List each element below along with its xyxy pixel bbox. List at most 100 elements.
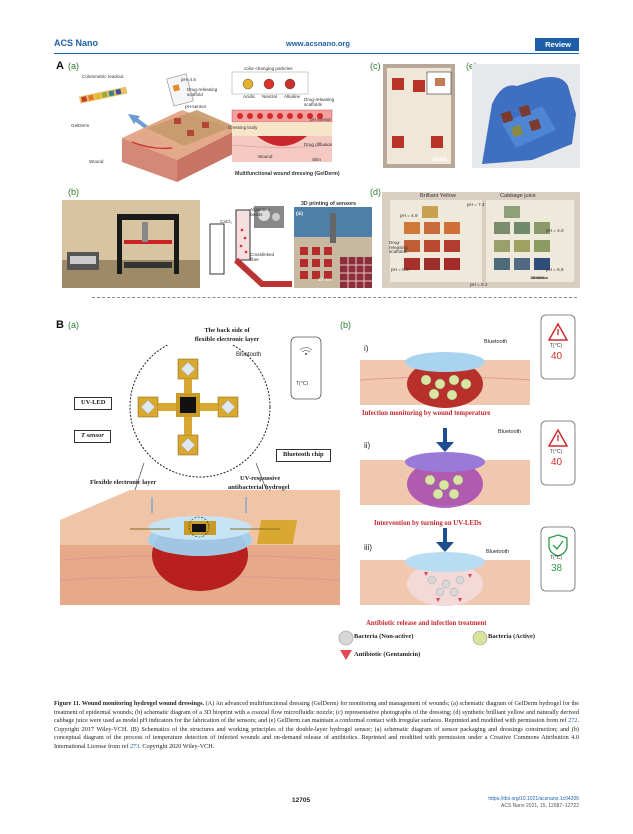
legend-nonactive: Bacteria (Non-active)	[354, 633, 414, 640]
ph-indicator-photo	[382, 192, 580, 288]
label-drug-scaffold: Drug-releasing scaffold	[187, 87, 218, 97]
bluetooth-label-a: Bluetooth	[236, 352, 262, 358]
coaxial-nozzle-schematic	[202, 200, 292, 288]
caption-stage-iii: Antibiotic release and infection treatme…	[366, 620, 487, 627]
treatment-process-diagram	[360, 352, 530, 606]
panel-a-sub-a: (a)	[68, 61, 79, 71]
label-gelderm: GelDerm	[71, 123, 90, 128]
electronic-layer-diagram	[60, 345, 340, 605]
label-ph-9-2: pH = 9.2	[470, 282, 488, 287]
phone-ok-3	[540, 526, 576, 592]
bluetooth-label-i: Bluetooth	[484, 339, 508, 345]
caption-stage-i: Infection monitoring by wound temperatur…	[362, 410, 491, 417]
backside-title-2: flexible electronic layer	[194, 336, 260, 343]
label-colorimetric: Colorimetric readout	[82, 74, 124, 79]
panel-b-letter: B	[56, 319, 64, 331]
caption-body-2: . Copyright 2017 Wiley-VCH. (B) Schemati…	[54, 717, 579, 750]
backside-title-1: The back side of	[204, 327, 250, 334]
footer-citation: https://doi.org/10.1021/acsnano.1c04206 …	[488, 796, 579, 809]
phone-3-temp-label: T(°C)	[550, 555, 562, 561]
phone-2-temp: 40	[551, 457, 563, 468]
panel-a-sub-c: (c)	[370, 61, 381, 71]
phone-alert-1	[540, 314, 576, 380]
d-scale-bar: 10 mm	[530, 275, 545, 280]
panel-b-sub-b: (b)	[340, 320, 351, 330]
label-iii: (iii)	[296, 211, 303, 216]
section-divider	[92, 297, 577, 298]
label-neutral: Neutral	[262, 94, 277, 99]
section-badge: Review	[535, 38, 579, 51]
label-drug-diffusion: Drug diffusion	[304, 142, 333, 147]
bioprinter-photo	[62, 200, 200, 288]
label-brilliant-yellow: Brilliant Yellow	[420, 193, 456, 199]
t-sensor-label: T sensor	[74, 430, 111, 443]
stage-iii-label: iii)	[364, 543, 372, 552]
page-header: ACS Nano www.acsnano.org Review	[54, 38, 579, 52]
label-alginate: Alginate + beads	[250, 207, 271, 217]
caption-ref-1[interactable]: 272	[568, 717, 578, 725]
bluetooth-chip-label: Bluetooth chip	[276, 449, 331, 462]
journal-url[interactable]: www.acsnano.org	[286, 39, 350, 48]
panel-a-sub-d: (d)	[370, 187, 381, 197]
citation-text: ACS Nano 2021, 15, 12687−12722	[501, 802, 579, 809]
label-cacl2: CaCl₂	[220, 219, 232, 224]
label-multifunctional: Multifunctional wound dressing (GelDerm)	[235, 171, 340, 177]
caption-ref-2[interactable]: 273	[129, 742, 140, 750]
label-acidic: Acidic	[243, 94, 256, 99]
legend-graphics	[338, 630, 488, 660]
phone-3-temp: 38	[551, 563, 563, 574]
flex-layer-label: Flexible electronic layer	[90, 479, 157, 486]
label-alkaline: Alkaline	[284, 94, 301, 99]
dressing-photo	[383, 64, 455, 168]
panel-a-sub-e: (e)	[466, 61, 477, 71]
label-crosslinked: Crosslinked fiber	[250, 252, 274, 262]
gelderm-schematic	[79, 71, 333, 182]
label-ph-sensor: pH-sensor	[185, 104, 207, 109]
phone-temp-label: T(°C)	[296, 381, 308, 387]
label-drug-scaffolds: Drug-releasing scaffolds	[304, 97, 335, 107]
journal-name: ACS Nano	[54, 38, 99, 48]
doi-link[interactable]: https://doi.org/10.1021/acsnano.1c04206	[488, 796, 579, 802]
caption-body: (A) An advanced multifunctional dressing…	[54, 700, 580, 725]
label-ph-sensor-2: pH sensor	[310, 117, 331, 122]
sensor-printing-photo	[294, 207, 372, 288]
figure-caption: Figure 11. Wound monitoring hydrogel wou…	[54, 700, 579, 752]
legend-active: Bacteria (Active)	[488, 633, 536, 640]
label-wound-2: Wound	[258, 154, 273, 159]
label-dressing-body: Dressing body	[228, 125, 258, 130]
panel-a-letter: A	[56, 60, 64, 72]
caption-lead: Figure 11. Wound monitoring hydrogel wou…	[54, 700, 205, 707]
glove-photo	[472, 64, 580, 168]
bluetooth-label-ii: Bluetooth	[498, 429, 522, 435]
caption-stage-ii: Intervention by turning on UV-LEDs	[374, 520, 482, 527]
label-color-changing: color-changing particles	[244, 66, 293, 71]
phone-1-temp-label: T(°C)	[550, 343, 562, 349]
label-ph-4-9: pH = 4.9	[400, 213, 418, 218]
uv-hydrogel-label-2: antibacterial hydrogel	[228, 484, 290, 491]
legend-antibiotic: Antibiotic (Gentamicin)	[354, 651, 421, 658]
bluetooth-label-iii: Bluetooth	[486, 549, 510, 555]
label-wound: Wound	[89, 159, 104, 164]
panel-b-sub-a: (a)	[68, 320, 79, 330]
label-skin: Skin	[312, 157, 321, 162]
label-ph-4-0: pH = 4.0	[546, 228, 564, 233]
c-scale-bar: 10 mm	[432, 155, 447, 160]
phone-alert-2	[540, 420, 576, 486]
label-drug-releasing: Drug-releasing scaffolds	[389, 240, 408, 255]
header-rule	[54, 53, 579, 54]
label-ph-card: pH=4.5	[181, 77, 196, 82]
label-ph-5-8: pH = 5.8	[391, 267, 409, 272]
label-cabbage: Cabbage juice	[500, 193, 536, 199]
caption-body-3: . Copyright 2020 Wiley-VCH.	[139, 742, 215, 750]
stage-ii-label: ii)	[364, 441, 371, 450]
phone-2-temp-label: T(°C)	[550, 449, 562, 455]
phone-1-temp: 40	[551, 351, 563, 362]
uv-hydrogel-label-1: UV-responsive	[240, 475, 281, 482]
label-ph-6-9: pH = 6.9	[546, 267, 564, 272]
phone-icon	[290, 336, 322, 400]
stage-i-label: i)	[364, 344, 369, 353]
b-scale-bar: 10 mm	[318, 277, 333, 282]
panel-a-sub-b: (b)	[68, 187, 79, 197]
label-printing: 3D printing of sensors	[301, 201, 357, 207]
label-ph-7-4: pH = 7.4	[467, 202, 485, 207]
